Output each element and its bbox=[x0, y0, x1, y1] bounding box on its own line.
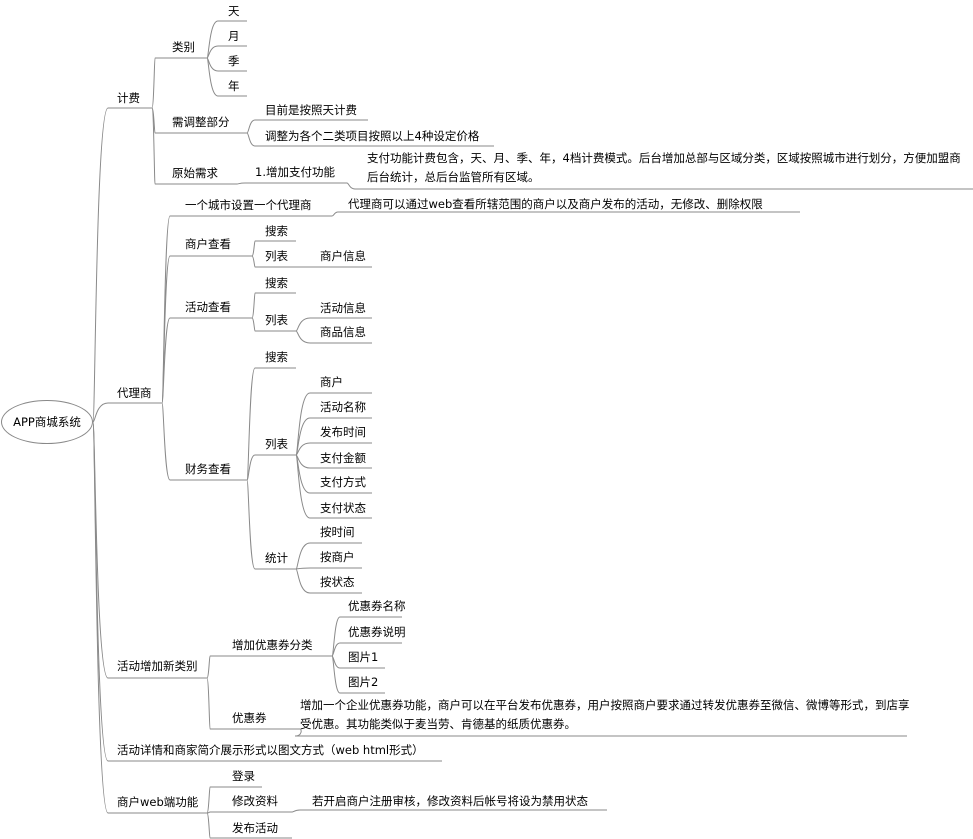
topic-node[interactable]: 商户查看 bbox=[185, 237, 231, 251]
topic-node[interactable]: 增加优惠券分类 bbox=[232, 638, 313, 652]
topic-node[interactable]: 代理商 bbox=[117, 386, 152, 400]
topic-node[interactable]: 需调整部分 bbox=[172, 115, 230, 129]
connector-line bbox=[246, 132, 256, 147]
connector-line bbox=[161, 317, 171, 404]
leaf-node[interactable]: 登录 bbox=[232, 769, 255, 783]
leaf-node[interactable]: 若开启商户注册审核，修改资料后帐号将设为禁用状态 bbox=[312, 794, 588, 808]
connector-line bbox=[246, 119, 256, 134]
leaf-node[interactable]: 代理商可以通过web查看所辖范围的商户以及商户发布的活动，无修改、删除权限 bbox=[348, 197, 763, 211]
connector-line bbox=[251, 292, 256, 319]
connector-line bbox=[294, 728, 302, 737]
leaf-node[interactable]: 商户信息 bbox=[320, 249, 366, 263]
connector-line bbox=[251, 255, 256, 268]
connector-line bbox=[206, 45, 219, 59]
connector-line bbox=[206, 786, 211, 814]
leaf-node[interactable]: 活动名称 bbox=[320, 400, 366, 414]
connector-line bbox=[291, 809, 301, 813]
leaf-node[interactable]: 活动详情和商家简介展示形式以图文方式（web html形式） bbox=[117, 743, 424, 757]
connector-line bbox=[92, 421, 109, 814]
connector-line bbox=[295, 442, 311, 456]
leaf-node[interactable]: 优惠券名称 bbox=[348, 599, 406, 613]
connector-line bbox=[295, 567, 311, 570]
leaf-node[interactable]: 目前是按照天计费 bbox=[265, 103, 357, 117]
topic-node[interactable]: 1.增加支付功能 bbox=[255, 165, 335, 179]
connector-line bbox=[295, 317, 311, 332]
leaf-node[interactable]: 搜索 bbox=[265, 224, 288, 238]
topic-node[interactable]: 列表 bbox=[265, 249, 288, 263]
leaf-node[interactable]: 搜索 bbox=[265, 350, 288, 364]
connector-line bbox=[206, 812, 211, 839]
connector-line bbox=[236, 182, 246, 185]
leaf-node[interactable]: 按状态 bbox=[320, 575, 355, 589]
connector-line bbox=[246, 367, 256, 481]
connector-line bbox=[92, 402, 109, 423]
connector-line bbox=[331, 616, 341, 657]
connector-line bbox=[246, 479, 256, 570]
connector-line bbox=[161, 402, 171, 481]
topic-node[interactable]: 统计 bbox=[265, 551, 288, 565]
topic-node[interactable]: 优惠券 bbox=[232, 711, 267, 725]
leaf-node[interactable]: 发布活动 bbox=[232, 821, 278, 835]
leaf-node[interactable]: 支付金额 bbox=[320, 451, 366, 465]
leaf-node[interactable]: 按商户 bbox=[320, 550, 355, 564]
connector-line bbox=[151, 57, 156, 109]
connector-line bbox=[206, 677, 211, 730]
root-node[interactable]: APP商城系统 bbox=[1, 400, 93, 444]
leaf-node[interactable]: 调整为各个二类项目按照以上4种设定价格 bbox=[265, 129, 480, 143]
leaf-node[interactable]: 按时间 bbox=[320, 525, 355, 539]
topic-node[interactable]: 列表 bbox=[265, 437, 288, 451]
connector-line bbox=[206, 20, 219, 59]
leaf-node[interactable]: 季 bbox=[228, 54, 240, 68]
leaf-node[interactable]: 图片1 bbox=[348, 650, 379, 664]
connector-line bbox=[295, 542, 311, 570]
root-label: APP商城系统 bbox=[13, 415, 81, 429]
leaf-node[interactable]: 天 bbox=[228, 4, 240, 18]
leaf-node[interactable]: 商品信息 bbox=[320, 325, 366, 339]
connector-line bbox=[151, 107, 156, 185]
topic-node[interactable]: 商户web端功能 bbox=[117, 795, 199, 809]
topic-node[interactable]: 原始需求 bbox=[172, 166, 218, 180]
connector-line bbox=[92, 107, 109, 423]
connector-line bbox=[246, 454, 256, 481]
leaf-node[interactable]: 支付功能计费包含，天、月、季、年，4档计费模式。后台增加总部与区域分类，区域按照… bbox=[367, 151, 961, 184]
connector-line bbox=[295, 330, 311, 344]
leaf-node[interactable]: 商户 bbox=[320, 375, 343, 389]
topic-node[interactable]: 财务查看 bbox=[185, 462, 231, 476]
leaf-node[interactable]: 优惠券说明 bbox=[348, 625, 406, 639]
topic-node[interactable]: 活动增加新类别 bbox=[117, 659, 198, 673]
connector-line bbox=[251, 317, 256, 332]
connector-line bbox=[295, 568, 311, 594]
topic-node[interactable]: 计费 bbox=[117, 91, 140, 105]
topic-node[interactable]: 类别 bbox=[172, 40, 195, 54]
leaf-node[interactable]: 支付状态 bbox=[320, 501, 366, 515]
leaf-node[interactable]: 支付方式 bbox=[320, 475, 366, 489]
leaf-node[interactable]: 增加一个企业优惠券功能，商户可以在平台发布优惠券，用户按照商户要求通过转发优惠券… bbox=[300, 698, 910, 731]
topic-node[interactable]: 列表 bbox=[265, 313, 288, 327]
leaf-node[interactable]: 年 bbox=[228, 79, 240, 93]
topic-node[interactable]: 活动查看 bbox=[185, 300, 231, 314]
leaf-node[interactable]: 搜索 bbox=[265, 276, 288, 290]
connector-line bbox=[331, 642, 341, 657]
topic-node[interactable]: 修改资料 bbox=[232, 794, 278, 808]
connector-line bbox=[251, 240, 256, 257]
leaf-node[interactable]: 活动信息 bbox=[320, 301, 366, 315]
connector-line bbox=[331, 211, 339, 217]
connector-line bbox=[331, 655, 341, 694]
leaf-node[interactable]: 图片2 bbox=[348, 675, 379, 689]
leaf-node[interactable]: 发布时间 bbox=[320, 425, 366, 439]
connector-line bbox=[295, 454, 311, 519]
topic-node[interactable]: 一个城市设置一个代理商 bbox=[185, 198, 312, 212]
leaf-node[interactable]: 月 bbox=[228, 29, 240, 43]
connector-line bbox=[206, 655, 211, 679]
connector-line bbox=[346, 182, 356, 190]
connector-line bbox=[206, 57, 219, 97]
